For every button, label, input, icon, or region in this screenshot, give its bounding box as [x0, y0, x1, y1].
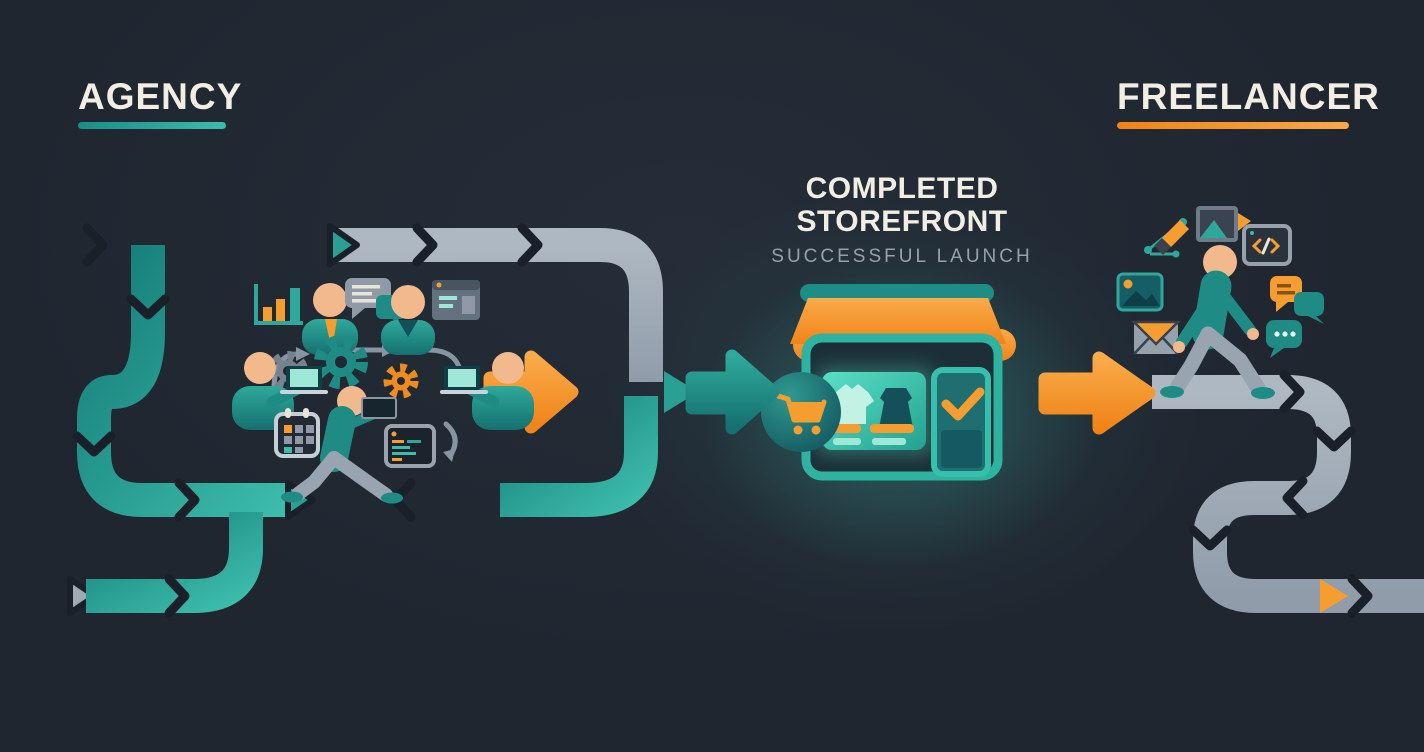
person-with-laptop-right-icon — [440, 352, 534, 430]
storefront-label: COMPLETED STOREFRONT SUCCESSFUL LAUNCH — [752, 172, 1052, 268]
calendar-icon — [274, 408, 320, 458]
image-video-icon — [1196, 206, 1251, 242]
shop-text-bars — [829, 424, 914, 445]
walking-freelancer-figure — [1160, 245, 1275, 399]
freelancer-icon-cluster — [1116, 206, 1324, 399]
chat-dots-bubble-icon — [1266, 320, 1302, 358]
pen-tool-icon — [1144, 218, 1189, 258]
freelancer-underline — [1117, 122, 1349, 129]
code-window-icon-freelancer — [1242, 224, 1292, 266]
photo-icon — [1116, 272, 1164, 312]
bar-chart-icon — [254, 284, 303, 325]
shop-sign-bar — [800, 284, 994, 302]
storefront-title-line1: COMPLETED — [805, 172, 999, 205]
speech-bubble-teal-icon — [1294, 292, 1324, 324]
dress-icon — [879, 388, 913, 428]
gear-icon-orange — [383, 363, 419, 399]
envelope-icon — [1130, 320, 1182, 355]
t-shirt-icon — [830, 384, 874, 424]
walking-person-with-laptop-icon — [281, 386, 403, 504]
agency-underline — [78, 122, 226, 129]
gear-icon-teal — [314, 335, 368, 389]
shopping-cart-badge-icon — [761, 372, 841, 452]
speech-bubble-orange-icon — [1270, 276, 1302, 312]
agency-icon-cluster — [232, 278, 534, 504]
agency-heading: AGENCY — [78, 76, 243, 117]
freelancer-heading: FREELANCER — [1117, 76, 1380, 117]
awning — [790, 298, 1006, 344]
person-with-laptop-left-icon — [232, 352, 328, 430]
storefront-illustration — [700, 260, 1100, 570]
person-vneck-icon — [381, 285, 435, 355]
teal-merge-arrow — [685, 349, 780, 435]
code-window-icon — [384, 424, 436, 468]
browser-window-icon — [432, 280, 480, 320]
storefront-title-line2: STOREFRONT — [796, 205, 1008, 238]
orange-arrow-to-freelancer — [1038, 351, 1156, 435]
door-with-checkmark-icon — [931, 367, 991, 477]
storefront-subtitle: SUCCESSFUL LAUNCH — [771, 246, 1033, 267]
